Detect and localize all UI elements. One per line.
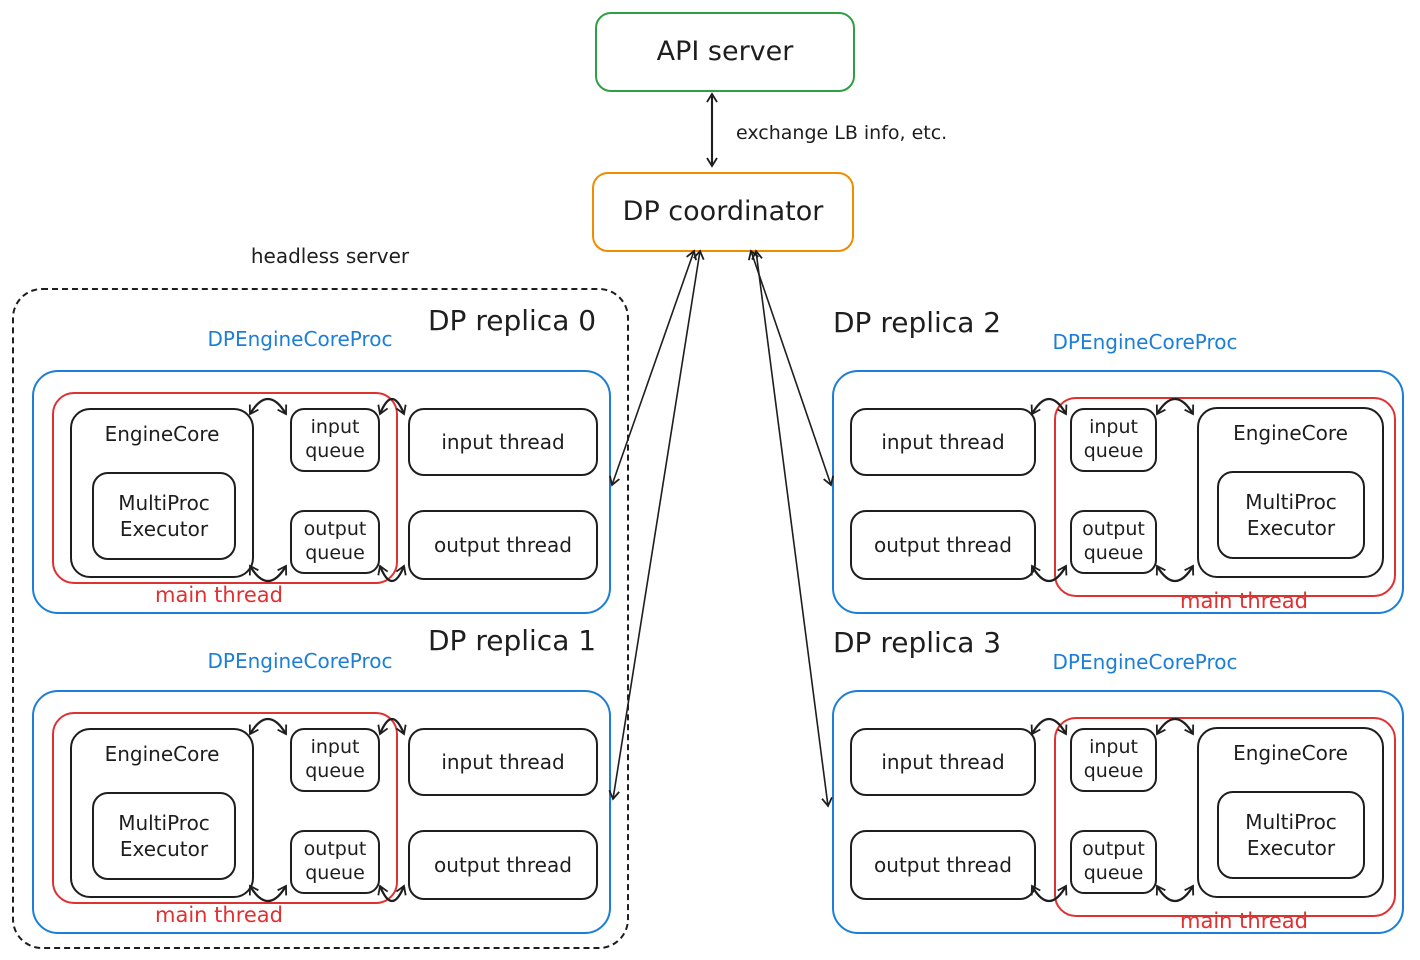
input-thread-box-3: input thread <box>850 728 1036 796</box>
input-queue-label-3: input queue <box>1083 736 1144 782</box>
output-thread-label-2: output thread <box>874 532 1012 557</box>
input-queue-label-1: input queue <box>305 736 365 782</box>
output-queue-box-1: output queue <box>290 830 380 894</box>
output-queue-box-0: output queue <box>290 510 380 574</box>
input-thread-label-0: input thread <box>441 429 565 454</box>
main-thread-boundary-2 <box>1054 397 1396 597</box>
dp-replica-1-box: EngineCore MultiProc Executor input queu… <box>32 690 611 934</box>
arrow-coordinator-replica-2 <box>747 249 835 487</box>
engine-core-label-0: EngineCore <box>104 422 220 446</box>
input-thread-label-2: input thread <box>881 429 1005 454</box>
api-server-box: API server <box>595 12 855 92</box>
input-queue-box-0: input queue <box>290 408 380 472</box>
input-queue-box-3: input queue <box>1070 728 1157 792</box>
main-thread-label-0: main thread <box>155 583 283 607</box>
multiproc-executor-label-3: MultiProc Executor <box>1245 810 1337 860</box>
dp-engine-core-proc-label-2: DPEngineCoreProc <box>1052 330 1238 354</box>
engine-core-box-0: EngineCore MultiProc Executor <box>70 408 254 578</box>
output-thread-label-0: output thread <box>434 532 572 557</box>
output-thread-box-2: output thread <box>850 510 1036 580</box>
input-queue-box-2: input queue <box>1070 408 1157 472</box>
dp-replica-2-title: DP replica 2 <box>833 306 1002 339</box>
output-queue-label-3: output queue <box>1082 838 1145 884</box>
input-queue-box-1: input queue <box>290 728 380 792</box>
engine-core-box-1: EngineCore MultiProc Executor <box>70 728 254 898</box>
engine-core-label-2: EngineCore <box>1233 421 1348 445</box>
engine-core-label-3: EngineCore <box>1233 741 1348 765</box>
main-thread-boundary-0 <box>52 392 398 584</box>
input-queue-label-0: input queue <box>305 416 365 462</box>
output-queue-label-2: output queue <box>1082 518 1145 564</box>
input-thread-box-0: input thread <box>408 408 598 476</box>
dp-replica-2-box: input thread output thread input queue o… <box>832 370 1404 614</box>
dp-replica-0-title: DP replica 0 <box>428 304 597 337</box>
output-queue-box-3: output queue <box>1070 830 1157 894</box>
main-thread-label-3: main thread <box>1180 909 1308 933</box>
input-thread-box-2: input thread <box>850 408 1036 476</box>
engine-core-label-1: EngineCore <box>104 742 220 766</box>
engine-core-box-2: EngineCore MultiProc Executor <box>1197 407 1384 578</box>
multiproc-executor-box-0: MultiProc Executor <box>92 472 236 560</box>
output-thread-box-3: output thread <box>850 830 1036 900</box>
multiproc-executor-label-1: MultiProc Executor <box>118 811 210 861</box>
main-thread-label-2: main thread <box>1180 589 1308 613</box>
dp-engine-core-proc-label-0: DPEngineCoreProc <box>207 327 393 351</box>
output-thread-box-1: output thread <box>408 830 598 900</box>
exchange-lb-info-label: exchange LB info, etc. <box>736 122 948 144</box>
arrow-coordinator-replica-3 <box>751 249 833 808</box>
engine-core-box-3: EngineCore MultiProc Executor <box>1197 727 1384 898</box>
dp-coordinator-label: DP coordinator <box>622 196 824 228</box>
main-thread-label-1: main thread <box>155 903 283 927</box>
dp-replica-1-title: DP replica 1 <box>428 624 597 657</box>
multiproc-executor-box-2: MultiProc Executor <box>1217 471 1365 559</box>
dp-replica-3-title: DP replica 3 <box>833 626 1002 659</box>
multiproc-executor-box-3: MultiProc Executor <box>1217 791 1365 879</box>
output-thread-label-3: output thread <box>874 852 1012 877</box>
output-thread-label-1: output thread <box>434 852 572 877</box>
multiproc-executor-box-1: MultiProc Executor <box>92 792 236 880</box>
multiproc-executor-label-0: MultiProc Executor <box>118 491 210 541</box>
dp-replica-3-box: input thread output thread input queue o… <box>832 690 1404 934</box>
main-thread-boundary-3 <box>1054 717 1396 917</box>
dp-engine-core-proc-label-3: DPEngineCoreProc <box>1052 650 1238 674</box>
input-queue-label-2: input queue <box>1083 416 1144 462</box>
multiproc-executor-label-2: MultiProc Executor <box>1245 490 1337 540</box>
output-queue-label-0: output queue <box>303 518 367 564</box>
main-thread-boundary-1 <box>52 712 398 904</box>
output-thread-box-0: output thread <box>408 510 598 580</box>
output-queue-label-1: output queue <box>303 838 367 884</box>
output-queue-box-2: output queue <box>1070 510 1157 574</box>
api-server-label: API server <box>656 36 794 68</box>
input-thread-label-3: input thread <box>881 749 1005 774</box>
headless-server-label: headless server <box>250 244 410 268</box>
dp-coordinator-box: DP coordinator <box>592 172 854 252</box>
dp-engine-core-proc-label-1: DPEngineCoreProc <box>207 649 393 673</box>
input-thread-box-1: input thread <box>408 728 598 796</box>
input-thread-label-1: input thread <box>441 749 565 774</box>
dp-replica-0-box: EngineCore MultiProc Executor input queu… <box>32 370 611 614</box>
